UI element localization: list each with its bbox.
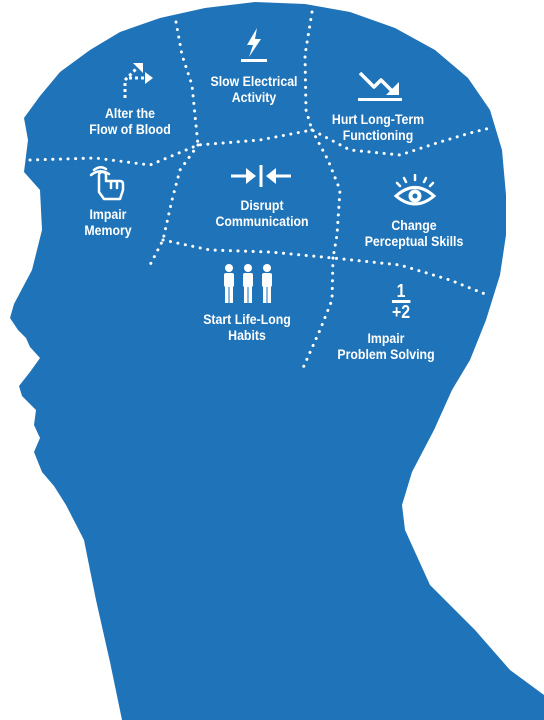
head-shape [10, 2, 544, 720]
divider-1 [174, 20, 200, 147]
fraction-denominator: +2 [391, 300, 411, 322]
label-change-perceptual-skills: Change Perceptual Skills [364, 217, 464, 249]
label-slow-electrical-activity: Slow Electrical Activity [210, 73, 298, 105]
label-start-life-long-habits: Start Life-Long Habits [203, 311, 291, 343]
label-alter-flow-of-blood: Alter the Flow of Blood [89, 105, 171, 137]
fraction-numerator: 1 [396, 281, 406, 301]
finger-tap-icon [89, 166, 125, 201]
divider-2 [303, 10, 314, 132]
label-disrupt-communication: Disrupt Communication [215, 197, 309, 229]
eye-icon [393, 174, 437, 206]
label-impair-problem-solving: Impair Problem Solving [337, 330, 435, 362]
downtrend-arrow-icon [358, 71, 402, 101]
lightning-bolt-icon [241, 28, 267, 62]
people-group-icon [224, 264, 272, 303]
fraction-icon: 1 +2 [391, 281, 411, 322]
label-hurt-long-term-functioning: Hurt Long-Term Functioning [331, 111, 425, 143]
dotted-dividers [28, 10, 492, 370]
label-impair-memory: Impair Memory [84, 206, 132, 238]
converging-arrows-icon [231, 165, 291, 187]
divider-5 [310, 128, 342, 260]
branching-arrows-icon [123, 63, 153, 98]
divider-4 [148, 143, 200, 267]
